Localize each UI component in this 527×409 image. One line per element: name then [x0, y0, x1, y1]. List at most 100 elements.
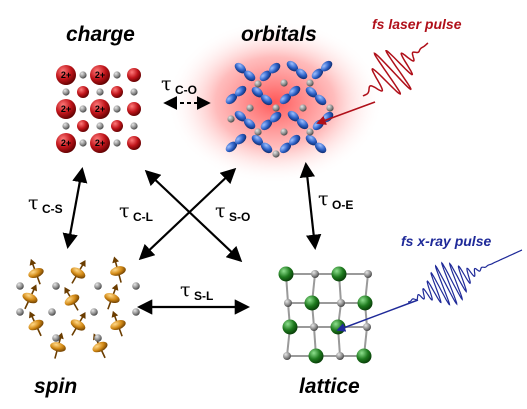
- neutral-atom: [272, 150, 280, 158]
- neutral-atom: [284, 299, 292, 307]
- spin-lattice: [16, 256, 140, 359]
- orbital-lobe: [225, 133, 247, 153]
- orbital-lobe: [305, 86, 327, 106]
- spin-moment: [64, 287, 80, 311]
- orbital-lobe: [311, 60, 333, 80]
- neutral-atom: [62, 122, 70, 130]
- charge-ion-small: [111, 120, 123, 132]
- tau-s-o-label: τ S-O: [215, 200, 250, 224]
- neutral-atom: [94, 282, 102, 290]
- spin-moment: [28, 258, 44, 285]
- lattice-atom: [330, 319, 346, 335]
- charge-ion-label: 2+: [61, 70, 71, 80]
- neutral-atom: [96, 88, 104, 96]
- charge-ion-label: 2+: [95, 104, 105, 114]
- laser-pulse: fs laser pulse: [316, 16, 462, 125]
- orbital-lattice: [225, 60, 334, 158]
- orbital-lobe: [234, 62, 256, 82]
- neutral-atom: [90, 308, 98, 316]
- orbital-lobe: [279, 134, 301, 154]
- charge-ion: [56, 99, 76, 119]
- laser-arrow: [316, 101, 376, 125]
- neutral-atom: [363, 323, 371, 331]
- orbital-lobe: [251, 134, 273, 154]
- neutral-atom: [336, 352, 344, 360]
- xray-arrow: [336, 299, 419, 332]
- charge-ion: [90, 133, 110, 153]
- charge-ion-label: 2+: [95, 70, 105, 80]
- lattice-atom: [331, 266, 347, 282]
- svg-text:τ: τ: [215, 200, 226, 222]
- neutral-atom: [16, 282, 24, 290]
- neutral-atom: [306, 79, 314, 87]
- charge-ion: [56, 133, 76, 153]
- neutral-atom: [79, 105, 87, 113]
- neutral-atom: [337, 299, 345, 307]
- orbital-lobe: [260, 111, 282, 131]
- charge-ion-label: 2+: [61, 138, 71, 148]
- lattice-atom: [308, 348, 324, 364]
- neutral-atom: [113, 71, 121, 79]
- spin-moment: [110, 256, 126, 283]
- lattice-atom: [282, 319, 298, 335]
- charge-ion-label: 2+: [95, 138, 105, 148]
- lattice-atom: [356, 348, 372, 364]
- charge-lattice: 2+ 2+ 2+ 2+ 2+ 2+: [56, 65, 141, 153]
- tau-c-o-label: τ C-O: [161, 73, 197, 97]
- lattice-atom: [278, 266, 294, 282]
- neutral-atom: [283, 352, 291, 360]
- neutral-atom: [227, 115, 235, 123]
- arrow-spin-orbitals: [138, 167, 237, 261]
- charge-ion-small: [77, 120, 89, 132]
- neutral-atom: [132, 282, 140, 290]
- neutral-atom: [280, 79, 288, 87]
- xray-label: fs x-ray pulse: [401, 233, 491, 249]
- xray-wave: [408, 249, 523, 306]
- neutral-atom: [94, 334, 102, 342]
- orbital-lobe: [251, 86, 273, 106]
- svg-text:S-O: S-O: [229, 210, 250, 224]
- svg-text:C-O: C-O: [175, 83, 197, 97]
- tau-c-s-label: τ C-S: [28, 192, 63, 216]
- orbital-lobe: [234, 110, 256, 130]
- charge-ion: [90, 65, 110, 85]
- svg-text:τ: τ: [161, 73, 172, 95]
- title-spin: spin: [34, 375, 77, 398]
- neutral-atom: [132, 308, 140, 316]
- charge-ion: [127, 136, 141, 150]
- neutral-atom: [130, 122, 138, 130]
- charge-ion: [127, 68, 141, 82]
- charge-ion: [56, 65, 76, 85]
- arrow-orbitals-lattice: [299, 161, 322, 251]
- neutral-atom: [311, 270, 319, 278]
- lattice-atom: [357, 295, 373, 311]
- neutral-atom: [272, 104, 280, 112]
- laser-wave: [362, 42, 429, 97]
- svg-text:τ: τ: [28, 192, 39, 214]
- charge-ion: [127, 102, 141, 116]
- neutral-atom: [130, 88, 138, 96]
- neutral-atom: [96, 122, 104, 130]
- spin-moment: [70, 312, 86, 336]
- atomic-lattice: [278, 266, 373, 364]
- neutral-atom: [79, 139, 87, 147]
- arrow-charge-lattice: [144, 169, 243, 263]
- svg-text:O-E: O-E: [332, 198, 353, 212]
- svg-text:τ: τ: [119, 200, 130, 222]
- spin-moment: [22, 284, 38, 310]
- svg-text:C-L: C-L: [133, 210, 153, 224]
- spin-moment: [70, 260, 86, 284]
- charge-ion-label: 2+: [61, 104, 71, 114]
- spin-moment: [50, 332, 66, 359]
- orbital-lobe: [279, 85, 301, 105]
- neutral-atom: [52, 282, 60, 290]
- neutral-atom: [306, 128, 314, 136]
- spin-moment: [28, 311, 44, 337]
- neutral-atom: [79, 71, 87, 79]
- charge-ion-small: [111, 86, 123, 98]
- neutral-atom: [254, 80, 262, 88]
- laser-label: fs laser pulse: [372, 16, 462, 32]
- svg-text:S-L: S-L: [194, 289, 213, 303]
- charge-ion: [90, 99, 110, 119]
- neutral-atom: [52, 334, 60, 342]
